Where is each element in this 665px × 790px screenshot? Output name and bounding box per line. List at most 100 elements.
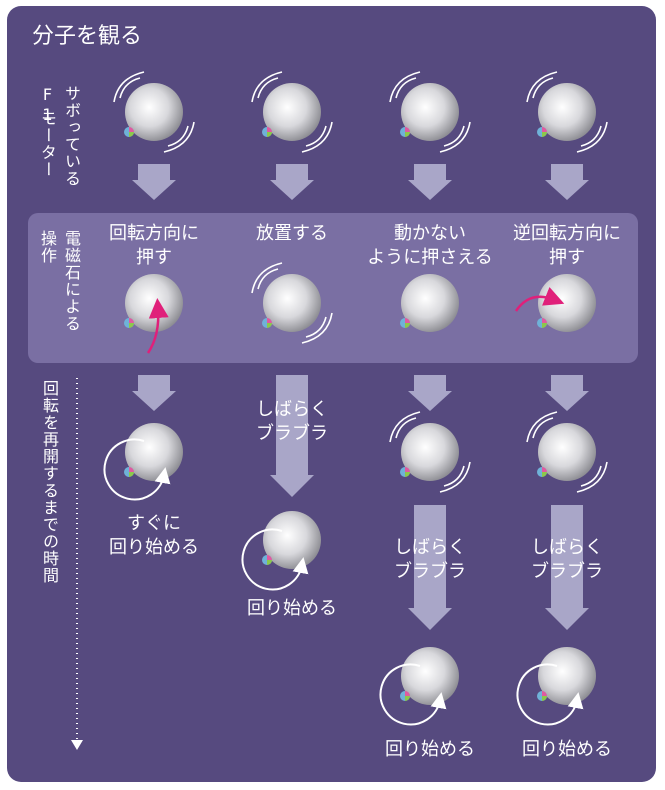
idle-motor-3 <box>389 71 471 153</box>
restarted-motor-3 <box>400 647 459 705</box>
motor-ball <box>538 423 596 481</box>
page-title: 分子を観る <box>32 24 143 49</box>
wobble-line <box>532 77 554 99</box>
wobble-line <box>395 77 417 99</box>
stator-mark-segment <box>405 323 410 328</box>
operated-motor-4 <box>537 274 596 332</box>
restarted-motor-1 <box>124 423 183 481</box>
stator-mark-segment <box>405 467 410 472</box>
restarted-motor-4 <box>537 647 596 705</box>
wobble-line <box>439 121 471 153</box>
result-arrow-1 <box>132 375 176 411</box>
spin-arrow-1 <box>103 438 171 501</box>
operated-motor-3 <box>400 274 459 332</box>
stator-mark-segment <box>542 323 547 328</box>
wobble-line <box>526 411 558 443</box>
motor-ball <box>263 83 321 141</box>
wobble-line <box>526 71 558 103</box>
step-arrow-3 <box>408 164 452 200</box>
motor-ball <box>125 423 183 481</box>
stator-mark-segment <box>405 696 410 701</box>
wobble-line <box>257 268 279 290</box>
wobble-line <box>580 125 602 147</box>
row-label-restart-time: 回転を再開するまでの時間 <box>40 380 59 584</box>
row-label-magnet: 電磁石による <box>62 230 81 332</box>
spin-arrow-4 <box>516 663 584 726</box>
stator-mark-segment <box>129 132 134 137</box>
spin-arrow-2 <box>241 528 309 591</box>
wobble-line <box>395 417 417 439</box>
wobble-line <box>301 121 333 153</box>
result-arrow-3 <box>408 375 452 411</box>
motor-ball <box>401 647 459 705</box>
outcome-label-4: 回り始める <box>522 739 612 760</box>
wobble-line <box>119 77 141 99</box>
motor-ball <box>125 83 183 141</box>
idle-motor-4 <box>526 71 608 153</box>
wobble-line <box>305 316 327 338</box>
stator-mark-segment <box>542 132 547 137</box>
stator-mark-segment <box>129 318 134 323</box>
wobble-line <box>439 461 471 493</box>
stator-mark-segment <box>405 127 410 132</box>
stator-mark-segment <box>542 696 547 701</box>
stator-mark-segment <box>267 555 272 560</box>
stator-mark-segment <box>267 323 272 328</box>
operated-motor-1 <box>124 274 183 332</box>
wobble-line <box>580 465 602 487</box>
motor-ball <box>401 423 459 481</box>
outcome-label-3: 回り始める <box>385 739 475 760</box>
spin-arrow-3 <box>379 663 447 726</box>
stator-mark-segment <box>542 467 547 472</box>
stator-mark-segment <box>405 318 410 323</box>
stator-mark-segment <box>542 127 547 132</box>
wobble-line <box>251 262 283 294</box>
stator-mark-segment <box>267 127 272 132</box>
wobble-line <box>167 125 189 147</box>
wobble-line <box>532 417 554 439</box>
wobble-line <box>443 465 465 487</box>
motor-ball <box>401 274 459 332</box>
wobble-line <box>576 121 608 153</box>
idle-motor-2 <box>251 71 333 153</box>
operation-label-4: 逆回転方向に 押す <box>513 223 621 268</box>
stator-mark-segment <box>542 318 547 323</box>
wobble-line <box>576 461 608 493</box>
stator-mark-segment <box>542 472 547 477</box>
motor-ball <box>538 647 596 705</box>
wait-label-4: しばらく ブラブラ <box>531 537 603 582</box>
result-arrow-4 <box>545 375 589 411</box>
step-arrow-4 <box>545 164 589 200</box>
wobble-line <box>163 121 195 153</box>
motor-ball <box>401 83 459 141</box>
stator-mark-segment <box>129 467 134 472</box>
row-label-motor: モーター <box>38 110 57 178</box>
step-arrow-2 <box>270 164 314 200</box>
wobble-line <box>389 411 421 443</box>
wobbling-motor-3 <box>389 411 471 493</box>
wobble-line <box>301 312 333 344</box>
wait-arrow-2 <box>270 375 314 497</box>
wobble-line <box>257 77 279 99</box>
stator-mark-segment <box>267 560 272 565</box>
stator-mark-segment <box>129 472 134 477</box>
outcome-label-1: すぐに 回り始める <box>109 513 199 558</box>
operation-label-3: 動かない ように押さえる <box>367 223 493 268</box>
wobble-line <box>389 71 421 103</box>
motor-ball <box>538 83 596 141</box>
stator-mark-segment <box>405 472 410 477</box>
motor-ball <box>263 274 321 332</box>
restarted-motor-2 <box>262 511 321 569</box>
operated-motor-2 <box>251 262 333 344</box>
stator-mark-segment <box>267 132 272 137</box>
stator-mark-segment <box>129 323 134 328</box>
step-arrow-1 <box>132 164 176 200</box>
wait-label-3: しばらく ブラブラ <box>394 537 466 582</box>
stator-mark-segment <box>405 132 410 137</box>
wait-arrow-4 <box>545 505 589 630</box>
stator-mark-segment <box>129 127 134 132</box>
operation-label-1: 回転方向に 押す <box>109 223 199 268</box>
outcome-label-2: 回り始める <box>247 598 337 619</box>
push-forward-arrow <box>146 298 169 354</box>
